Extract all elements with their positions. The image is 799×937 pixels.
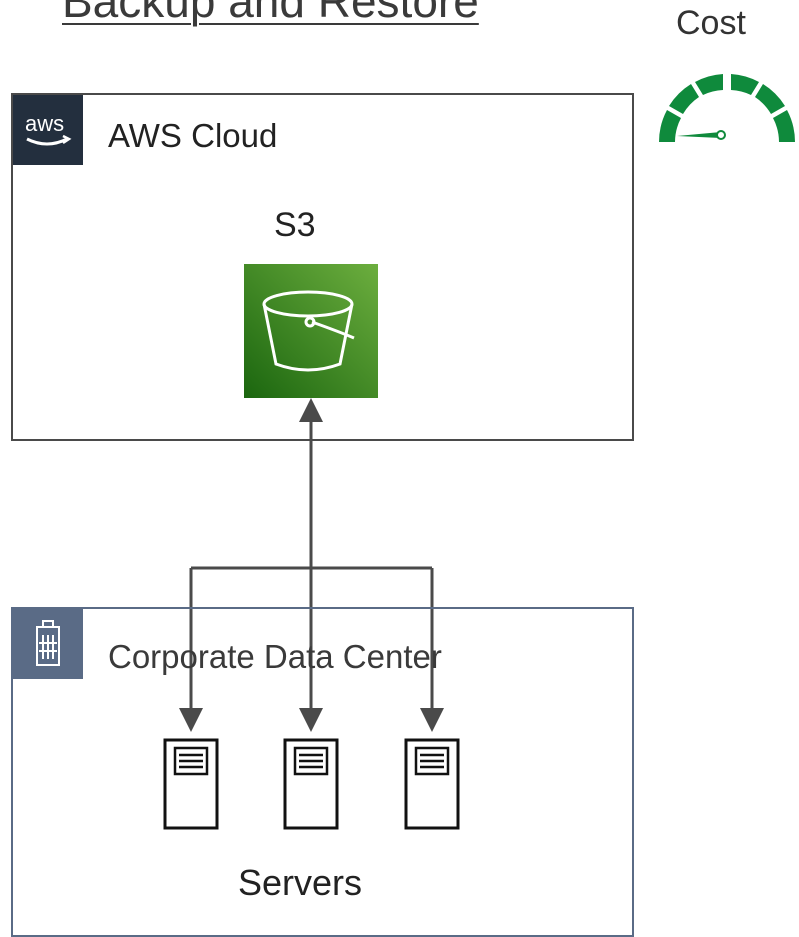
gauge-segment (695, 74, 723, 95)
gauge-segment (755, 84, 785, 114)
s3-bucket-icon[interactable] (244, 264, 378, 398)
cost-gauge-icon (659, 74, 795, 142)
data-center-label: Corporate Data Center (108, 638, 442, 675)
gauge-segment (731, 74, 759, 95)
gauge-segment (773, 110, 795, 142)
aws-logo-text: aws (25, 111, 64, 136)
aws-cloud-label: AWS Cloud (108, 117, 278, 154)
gauge-needle (677, 132, 721, 138)
aws-cloud-group: aws AWS Cloud (11, 93, 634, 441)
server-icon[interactable] (283, 738, 339, 830)
gauge-hub (716, 130, 726, 140)
server-icon[interactable] (163, 738, 219, 830)
corporate-data-center-group: Corporate Data Center (11, 607, 634, 937)
building-icon (13, 609, 83, 679)
diagram-title: Backup and Restore (62, 0, 479, 27)
server-icon[interactable] (404, 738, 460, 830)
gauge-segment (669, 84, 699, 114)
s3-label: S3 (274, 206, 316, 244)
connector-arrows (179, 398, 444, 732)
aws-logo-icon: aws (13, 95, 83, 165)
cost-label: Cost (676, 4, 746, 42)
gauge-segment (659, 110, 681, 142)
servers-label: Servers (238, 862, 363, 903)
